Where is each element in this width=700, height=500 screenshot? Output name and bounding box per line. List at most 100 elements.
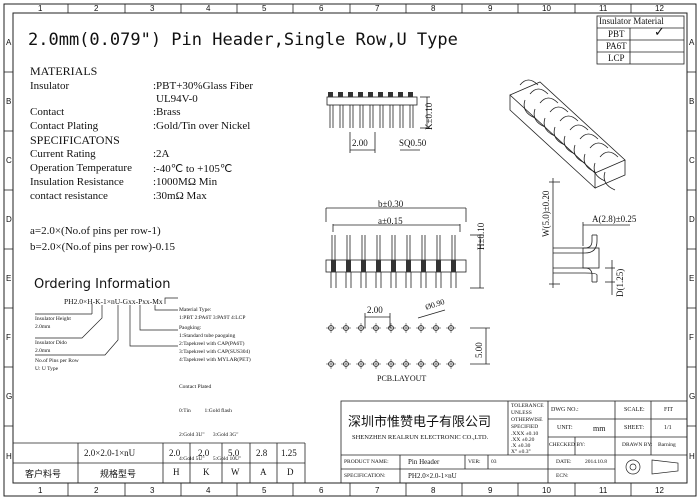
row-label: A [6,38,12,47]
checked-label: CHECKED BY: [549,442,586,448]
ver-value: 03 [491,459,497,465]
material-label: Contact Plating [30,120,99,132]
col-label: 9 [488,4,493,13]
col-label: 2 [94,4,99,13]
material-value: :Gold/Tin over Nickel [153,120,251,132]
col-label: 6 [319,486,324,495]
callout-line: 0:Tin 1:Gold flash [179,408,232,414]
ordering-heading: Ordering Information [34,277,171,292]
tolerance-value: .X ±0.30 [511,443,531,449]
spec-label: Insulation Resistance [30,176,124,188]
header-k: K [203,467,210,477]
spec-label: Operation Temperature [30,162,132,174]
drawn-value: Barning [658,442,676,448]
drawn-label: DRAWN BY: [622,442,653,448]
col-label: 1 [38,486,43,495]
callout-line: 2:Tapekreel with CAP(PA6T) [179,341,245,347]
row-label: F [689,333,694,342]
sheet-label: SHEET: [624,425,645,431]
callout-insulator-dido: Insulator Dido 2.0mm [35,339,67,355]
header-a: A [260,467,267,477]
header-w: W [231,467,240,477]
date-label: DATE: [556,459,572,465]
row-label: D [689,215,695,224]
dim-front-h: H±0.10 [476,222,486,250]
callout-line: Material Type: [179,307,212,313]
col-label: 11 [599,4,608,13]
material-option-lcp: LCP [608,53,625,63]
product-label: PRODUCT NAME: [344,459,389,465]
dim-side-pitch: 2.00 [352,138,368,148]
col-label: 5 [262,4,267,13]
col-label: 7 [375,486,380,495]
row-label: H [689,452,695,461]
tolerance-title-line: TOLERANCE [511,403,544,409]
row-label: B [6,97,12,106]
check-icon: ✓ [654,25,665,40]
material-label: Contact [30,106,65,118]
formula-b: b=2.0×(No.of pins per row)-0.15 [30,241,175,253]
col-label: 1 [38,4,43,13]
col-label: 4 [206,486,211,495]
scale-value: FIT [664,407,673,413]
callout-insulator-height: Insulator Height 2.0mm [35,315,71,331]
spec-value: :30mΩ Max [153,190,207,202]
callout-packaging: Paogking: 1:Standard tube paogaing 2:Tap… [179,324,251,364]
company-name-en: SHENZHEN REALRUN ELECTRONIC CO.,LTD. [352,434,489,441]
row-label: B [689,97,695,106]
tolerance-title-line: UNLESS [511,410,532,416]
ver-label: VER: [468,459,481,465]
spec-value: :-40℃ to +105℃ [153,163,233,175]
callout-line: No.of Pins per Row [35,358,79,364]
spec-label: SPECIFICATION: [344,473,386,479]
row-label: C [689,156,695,165]
callout-line: 4:Gold 5U" 5:Gold 10U" [179,456,242,462]
callout-line: 2.0mm [35,324,51,330]
param-d: 1.25 [281,448,297,458]
param-k: 2.0 [198,448,210,458]
callout-contact-plated: Contact Plated 0:Tin 1:Gold flash 2:Gold… [179,367,241,479]
param-a: 2.8 [256,448,268,458]
callout-line: Contact Plated [179,384,212,390]
callout-line: Insulator Dido [35,340,67,346]
drawing-title: 2.0mm(0.079") Pin Header,Single Row,U Ty… [28,30,458,50]
row-label: F [6,333,11,342]
scale-label: SCALE: [624,407,645,413]
spec-value: :2A [153,148,170,160]
col-label: 12 [655,486,664,495]
tolerance-value: X° ±0.3° [511,449,531,455]
tolerance-values: .XXX ±0.10 .XX ±0.20 .X ±0.30 X° ±0.3° [511,431,538,455]
col-label: 9 [488,486,493,495]
materials-heading: MATERIALS [30,64,98,78]
col-label: 6 [319,4,324,13]
dim-right-d: D(1.25) [615,268,625,297]
date-value: 2014.10.8 [585,459,607,465]
dim-side-k: K±0.10 [424,102,434,130]
dim-pcb-pitch: 2.00 [367,305,383,315]
col-label: 10 [542,4,551,13]
material-label: Insulator [30,80,70,92]
dim-right-a: A(2.8)±0.25 [592,214,637,224]
callout-line: Insulator Height [35,316,71,322]
tolerance-title: TOLERANCE UNLESS OTHERWISE SPECIFIED [511,403,544,431]
callout-line: 3:Tapekreel with CAP(SUS304) [179,349,251,355]
material-value: :PBT+30%Glass Fiber [153,80,254,92]
callout-material-type: Material Type: 1:PBT 2:PA6T 3:PA9T 4:LCP [179,306,245,322]
col-label: 4 [206,4,211,13]
callout-line: 1:Standard tube paogaing [179,333,236,339]
tolerance-value: .XX ±0.20 [511,437,535,443]
dim-front-b: b±0.30 [378,199,404,209]
row-label: D [6,215,12,224]
callout-line: 4:Tapekreel with MYLAR(PET) [179,357,251,363]
material-option-pa6t: PA6T [606,41,627,51]
header-d: D [287,467,294,477]
dim-front-a: a±0.15 [378,216,403,226]
header-spec-model: 规格型号 [100,470,137,480]
col-label: 5 [262,486,267,495]
dim-side-sq: SQ0.50 [399,138,427,148]
col-label: 10 [542,486,551,495]
spec-value: PH2.0×2.0-1×nU [408,472,457,480]
dim-pcb-row: 5.00 [474,342,484,358]
callout-line: U: U Type [35,366,59,372]
row-label: G [689,392,696,401]
